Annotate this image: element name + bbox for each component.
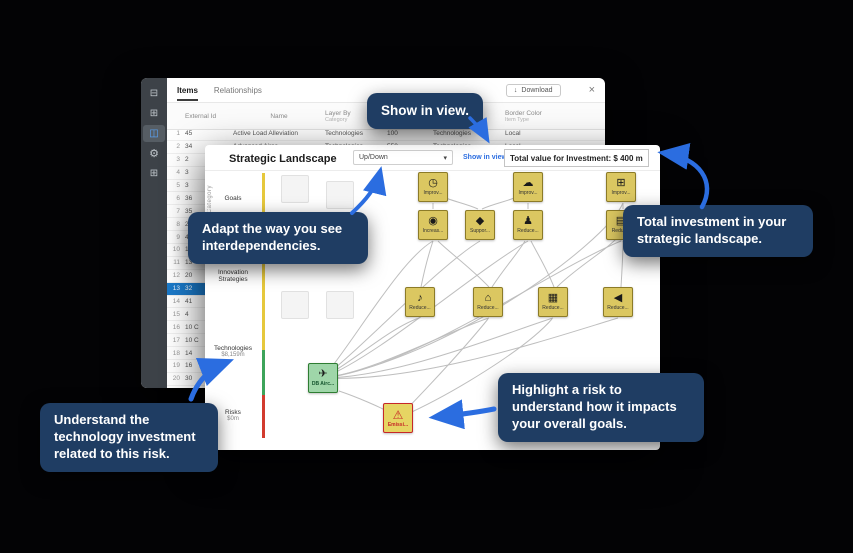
flow-icon[interactable]: ⊟: [149, 88, 159, 99]
callout-show-in-view: Show in view.: [367, 93, 484, 129]
direction-dropdown[interactable]: Up/Down ▾: [353, 150, 453, 165]
node-reduce-5[interactable]: ▦ Reduce...: [538, 287, 568, 317]
warning-icon: ⚠: [392, 407, 404, 422]
node-improve-1[interactable]: ◷ Improv...: [418, 172, 448, 202]
layer-label-risks: Risks $0m: [225, 409, 241, 423]
node-reduce-4[interactable]: ⌂ Reduce...: [473, 287, 503, 317]
person-icon: ♟: [523, 215, 533, 227]
chart-icon: ▤: [615, 215, 627, 227]
callout-total-investment: Total investment in your strategic lands…: [623, 205, 813, 257]
app-sidebar: ⊟ ⊞ ◫ ⚙ ⊞: [141, 78, 167, 388]
battery-icon: ⊞: [616, 177, 626, 189]
node-improve-2[interactable]: ☁ Improv...: [513, 172, 543, 202]
col-external-id: External Id: [185, 112, 217, 120]
node-reduce-6[interactable]: ◀ Reduce...: [603, 287, 633, 317]
page-title: Strategic Landscape: [229, 153, 337, 165]
eye-icon: ◉: [428, 215, 438, 227]
node-reduce-3[interactable]: ♪ Reduce...: [405, 287, 435, 317]
chevron-down-icon: ▾: [443, 154, 447, 162]
callout-adapt-interdependencies: Adapt the way you see interdependencies.: [188, 212, 368, 264]
hierarchy-icon[interactable]: ⊞: [149, 168, 159, 179]
node-improve-3[interactable]: ⊞ Improv...: [606, 172, 636, 202]
plane-icon: ✈: [318, 368, 328, 380]
node-risk-emissions[interactable]: ⚠ Emissi...: [383, 403, 413, 433]
axis-segment-risks: [262, 395, 265, 438]
ghost-node: [281, 175, 309, 203]
header-divider: [205, 170, 660, 171]
col-layer-by: Layer By Category: [325, 109, 351, 123]
layers-icon[interactable]: ◫: [143, 125, 165, 142]
axis-segment-technologies: [262, 350, 265, 395]
bell-icon: ♪: [417, 292, 423, 304]
callout-understand-technology: Understand the technology investment rel…: [40, 403, 218, 472]
cloud-icon: ☁: [522, 177, 534, 189]
arrow-total-investment: [657, 143, 710, 210]
tab-relationships[interactable]: Relationships: [213, 85, 262, 95]
node-reduce-1[interactable]: ♟ Reduce...: [513, 210, 543, 240]
tab-items[interactable]: Items: [177, 80, 198, 101]
gear-icon[interactable]: ⚙: [149, 148, 159, 160]
sitemap-icon[interactable]: ⊞: [149, 108, 159, 119]
ghost-node: [281, 291, 309, 319]
node-technology-db-aircraft[interactable]: ✈ DB Airc...: [308, 363, 338, 393]
download-label: Download: [521, 86, 553, 94]
layer-label-innovation: Innovation Strategies: [218, 269, 248, 284]
show-in-view-link[interactable]: Show in view: [463, 154, 507, 161]
close-icon[interactable]: ×: [588, 84, 595, 96]
drop-icon: ◆: [475, 215, 485, 227]
node-increase[interactable]: ◉ Increas...: [418, 210, 448, 240]
node-support[interactable]: ◆ Suppor...: [465, 210, 495, 240]
speaker-icon: ◀: [613, 292, 623, 304]
bag-icon: ⌂: [484, 292, 492, 304]
gauge-icon: ◷: [428, 177, 438, 189]
col-border-color: Border Color Item Type: [505, 109, 542, 123]
ghost-node: [326, 181, 354, 209]
layer-label-goals: Goals: [224, 195, 242, 202]
callout-highlight-risk: Highlight a risk to understand how it im…: [498, 373, 704, 442]
layer-label-technologies: Technologies $8,159m: [214, 345, 252, 359]
ghost-node: [326, 291, 354, 319]
factory-icon: ▦: [547, 292, 559, 304]
total-investment-value: Total value for Investment: $ 400 m: [504, 149, 649, 167]
download-button[interactable]: ↓ Download: [505, 83, 561, 97]
col-name: Name: [270, 112, 288, 120]
download-icon: ↓: [513, 86, 518, 94]
